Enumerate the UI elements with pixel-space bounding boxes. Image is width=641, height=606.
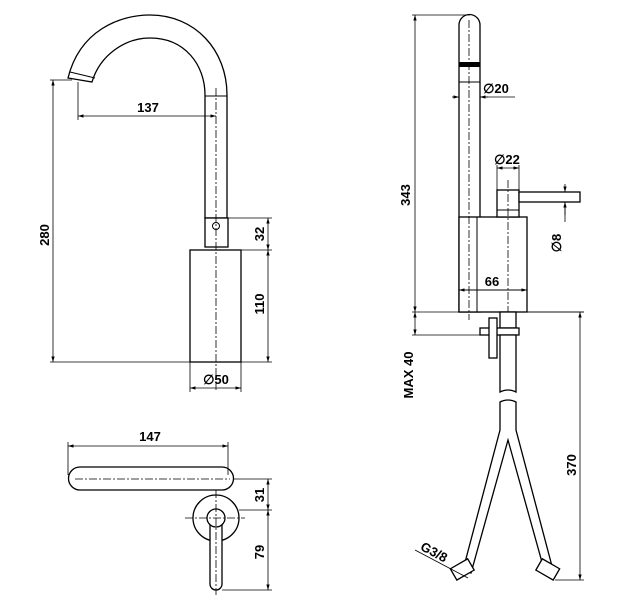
label-343: 343 xyxy=(398,184,413,206)
label-50: ∅50 xyxy=(203,372,229,387)
label-79: 79 xyxy=(252,545,267,559)
lever xyxy=(518,191,581,203)
label-110: 110 xyxy=(252,294,267,315)
label-20: ∅20 xyxy=(483,81,509,96)
faucet-body xyxy=(189,249,242,363)
spout-top xyxy=(67,466,235,491)
label-g38: G3/8 xyxy=(418,539,450,565)
label-280: 280 xyxy=(37,224,52,246)
top-view: 147 31 79 xyxy=(67,429,272,595)
collar xyxy=(204,217,229,248)
front-view: 343 ∅20 ∅22 ∅8 66 MAX 40 370 G3/8 xyxy=(398,13,584,581)
body-front xyxy=(458,216,528,313)
label-22: ∅22 xyxy=(494,152,520,167)
side-view: 280 137 32 110 ∅50 xyxy=(37,14,272,392)
label-137: 137 xyxy=(137,100,159,115)
label-147: 147 xyxy=(139,429,161,444)
fitting-left xyxy=(449,557,476,581)
label-31: 31 xyxy=(252,488,267,502)
aerator-stripe xyxy=(459,62,480,67)
washer xyxy=(479,327,520,336)
fitting-right xyxy=(534,557,561,581)
hose-lower xyxy=(462,399,554,574)
label-66: 66 xyxy=(485,274,499,289)
bolt xyxy=(488,317,498,359)
label-32: 32 xyxy=(252,227,267,241)
label-8: ∅8 xyxy=(549,234,564,253)
label-370: 370 xyxy=(564,454,579,476)
hose-upper xyxy=(499,334,517,394)
spout xyxy=(67,14,228,219)
spout-tip-line xyxy=(69,71,96,79)
nut xyxy=(499,311,517,329)
label-max-40: MAX 40 xyxy=(401,352,416,399)
